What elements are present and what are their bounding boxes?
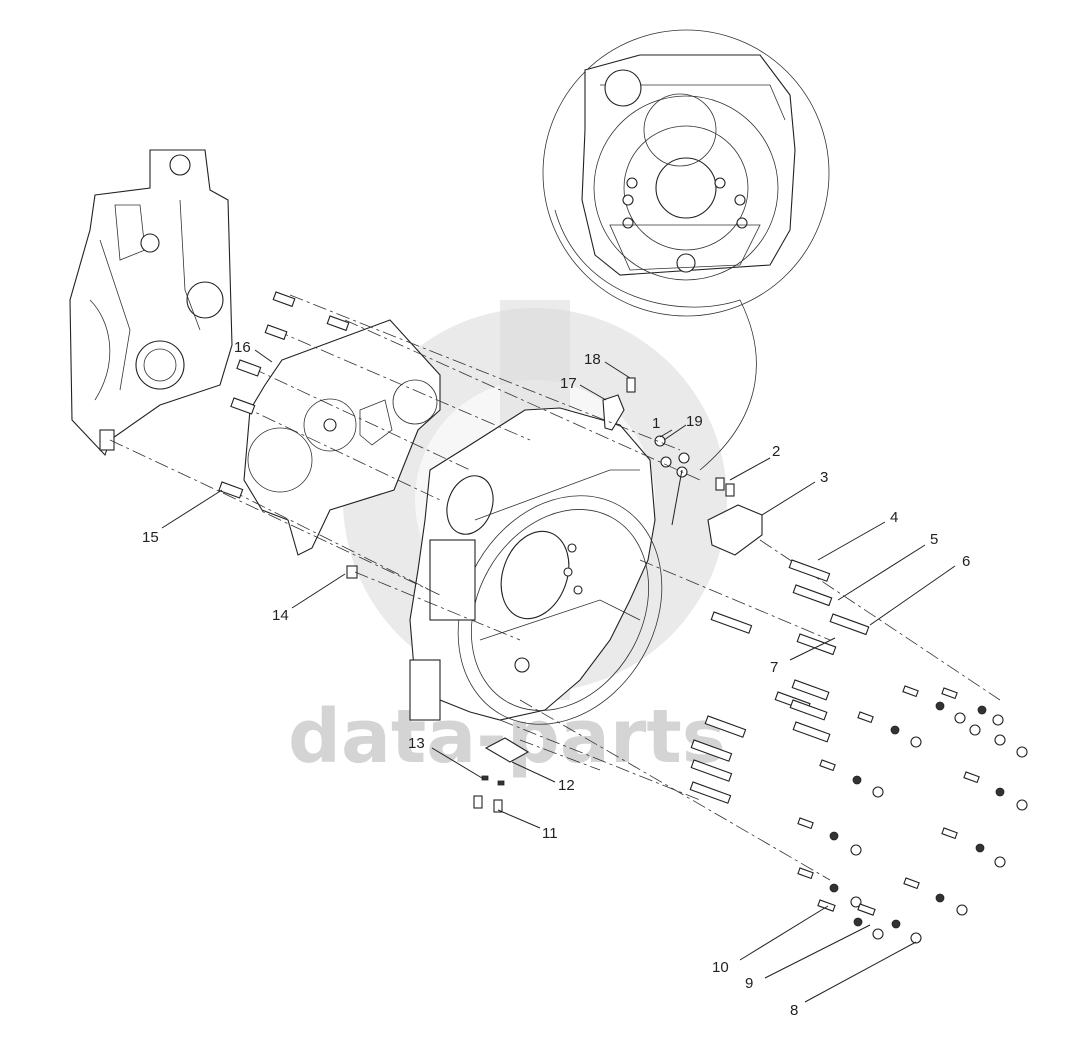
- callout-18: 18: [584, 351, 601, 368]
- callout-14: 14: [272, 607, 289, 624]
- flywheel-housing: [409, 407, 663, 725]
- detail-housing-rear-view: [581, 54, 796, 281]
- long-bolts: [689, 559, 870, 804]
- callout-13: 13: [408, 735, 425, 752]
- gasket-plate: [243, 319, 441, 556]
- left-bolts: [218, 291, 350, 499]
- callout-12: 12: [558, 777, 575, 794]
- callout-17: 17: [560, 375, 577, 392]
- callout-4: 4: [890, 509, 898, 526]
- callout-8: 8: [790, 1002, 798, 1019]
- dowel-pin: [346, 565, 358, 579]
- assembly-lines: [109, 294, 1001, 881]
- bracket: [707, 477, 763, 556]
- callout-2: 2: [772, 443, 780, 460]
- callout-1: 1: [652, 415, 660, 432]
- callout-19: 19: [686, 413, 703, 430]
- studs-nuts-washers: [797, 685, 1028, 944]
- callout-15: 15: [142, 529, 159, 546]
- inspection-cover: [473, 737, 530, 813]
- plugs: [654, 435, 690, 478]
- callout-10: 10: [712, 959, 729, 976]
- callout-6: 6: [962, 553, 970, 570]
- callout-11: 11: [542, 825, 558, 842]
- callout-5: 5: [930, 531, 938, 548]
- detail-view-circle: [542, 29, 830, 471]
- callout-3: 3: [820, 469, 828, 486]
- callout-16: 16: [234, 339, 251, 356]
- timing-case-housing: [69, 149, 233, 457]
- leader-lines: [161, 349, 956, 1003]
- callout-7: 7: [770, 659, 778, 676]
- callout-9: 9: [745, 975, 753, 992]
- callout-labels: 1 2 3 4 5 6 7 8 9 10 11 12 13 14 15 16 1…: [142, 339, 970, 1019]
- speed-sensor: [602, 377, 636, 431]
